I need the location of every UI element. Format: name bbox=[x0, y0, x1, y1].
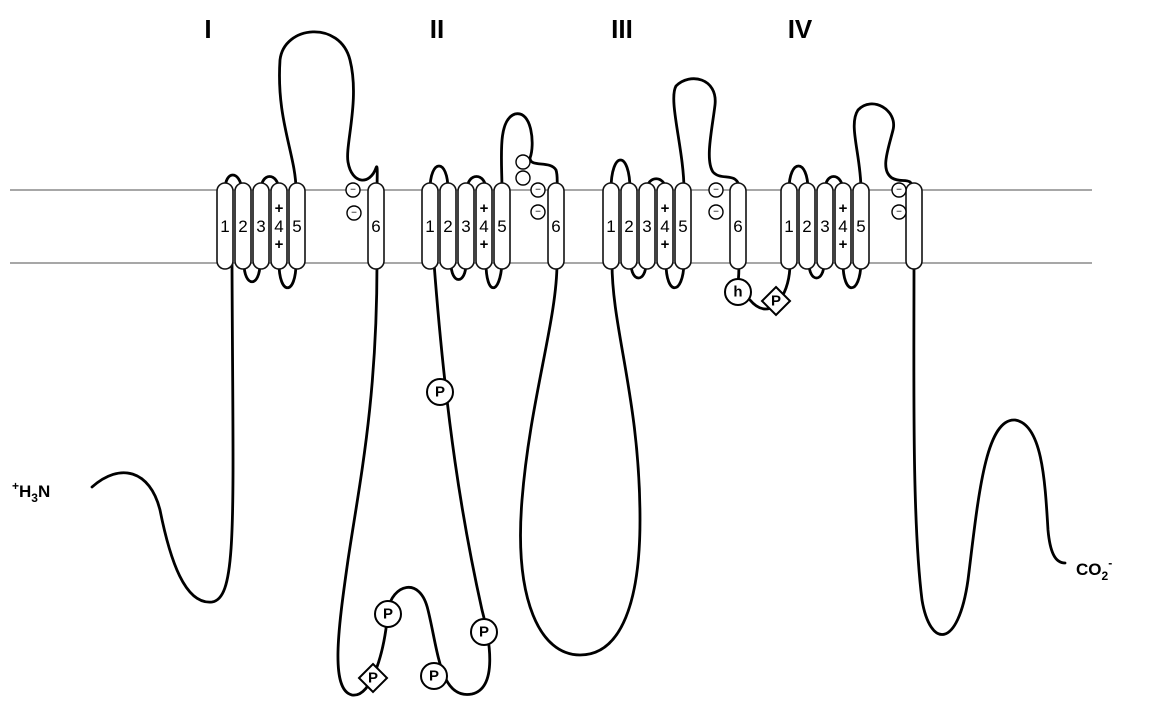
helix-d1-s6: 6 bbox=[368, 183, 384, 269]
marker-letter: P bbox=[771, 293, 781, 310]
helix-number: 3 bbox=[256, 217, 265, 236]
phospho-site-circle: P bbox=[471, 619, 497, 645]
inactivation-gate-circle: h bbox=[725, 279, 751, 305]
helix-number: 2 bbox=[238, 217, 247, 236]
helix-body bbox=[906, 183, 922, 269]
negative-charge-circle: − bbox=[346, 183, 360, 197]
polypeptide-backbone bbox=[92, 32, 1065, 695]
helix-number: 5 bbox=[497, 217, 506, 236]
helix-d4-s4: 4+ + bbox=[835, 183, 851, 269]
helix-number: 6 bbox=[371, 217, 380, 236]
helix-number: 4 bbox=[274, 217, 283, 236]
marker-letter: P bbox=[383, 606, 393, 623]
c-terminus-label: CO2- bbox=[1076, 556, 1112, 583]
plus-charge-upper: + bbox=[661, 200, 670, 217]
phospho-site-circle: P bbox=[421, 663, 447, 689]
helix-d2-s1: 1 bbox=[422, 183, 438, 269]
helix-number: 5 bbox=[678, 217, 687, 236]
helix-number: 1 bbox=[220, 217, 229, 236]
helix-d4-s2: 2 bbox=[799, 183, 815, 269]
helix-d4-s5: 5 bbox=[853, 183, 869, 269]
marker-letter: h bbox=[733, 284, 742, 301]
helix-d2-s5: 5 bbox=[494, 183, 510, 269]
helix-number: 1 bbox=[784, 217, 793, 236]
negative-charge-circle: − bbox=[347, 206, 361, 220]
minus-sign: − bbox=[713, 185, 719, 196]
helix-d2-s2: 2 bbox=[440, 183, 456, 269]
plus-charge-upper: + bbox=[480, 200, 489, 217]
helix-d2-s4: 4+ + bbox=[476, 183, 492, 269]
neutral-residue-circle bbox=[516, 171, 530, 185]
helix-d4-s6 bbox=[906, 183, 922, 269]
plus-charge-lower: + bbox=[661, 236, 670, 253]
plus-charge-upper: + bbox=[839, 200, 848, 217]
negative-charge-circle: − bbox=[709, 205, 723, 219]
helix-number: 3 bbox=[461, 217, 470, 236]
helix-d3-s4: 4+ + bbox=[657, 183, 673, 269]
helix-d3-s2: 2 bbox=[621, 183, 637, 269]
helix-d3-s6: 6 bbox=[730, 183, 746, 269]
helix-number: 3 bbox=[642, 217, 651, 236]
helix-number: 5 bbox=[856, 217, 865, 236]
minus-sign: − bbox=[535, 207, 541, 218]
helix-number: 1 bbox=[425, 217, 434, 236]
domain-label-2: II bbox=[430, 14, 444, 44]
helix-number: 2 bbox=[802, 217, 811, 236]
minus-sign: − bbox=[351, 208, 357, 219]
negative-charge-circle: − bbox=[892, 205, 906, 219]
plus-charge-lower: + bbox=[839, 236, 848, 253]
minus-sign: − bbox=[896, 207, 902, 218]
helix-number: 4 bbox=[838, 217, 847, 236]
negative-charge-circle: − bbox=[709, 183, 723, 197]
helix-d3-s3: 3 bbox=[639, 183, 655, 269]
minus-sign: − bbox=[350, 185, 356, 196]
minus-sign: − bbox=[713, 207, 719, 218]
domain-label-3: III bbox=[611, 14, 633, 44]
plus-charge-upper: + bbox=[275, 200, 284, 217]
phospho-site-circle: P bbox=[427, 379, 453, 405]
n-terminus-label: +H3N bbox=[12, 479, 50, 505]
marker-letter: P bbox=[435, 384, 445, 401]
helix-d4-s1: 1 bbox=[781, 183, 797, 269]
helix-number: 5 bbox=[292, 217, 301, 236]
helix-d2-s6: 6 bbox=[548, 183, 564, 269]
helix-number: 3 bbox=[820, 217, 829, 236]
plus-charge-lower: + bbox=[480, 236, 489, 253]
minus-sign: − bbox=[896, 185, 902, 196]
marker-letter: P bbox=[368, 670, 378, 687]
plus-charge-lower: + bbox=[275, 236, 284, 253]
helix-number: 4 bbox=[660, 217, 669, 236]
helix-d1-s3: 3 bbox=[253, 183, 269, 269]
helix-number: 1 bbox=[606, 217, 615, 236]
helix-d4-s3: 3 bbox=[817, 183, 833, 269]
domain-label-1: I bbox=[204, 14, 211, 44]
helix-number: 4 bbox=[479, 217, 488, 236]
regulatory-sites: P P P P PhP bbox=[359, 279, 790, 692]
phospho-site-diamond: P bbox=[359, 664, 387, 692]
helix-d1-s4: 4+ + bbox=[271, 183, 287, 269]
helix-d2-s3: 3 bbox=[458, 183, 474, 269]
helix-number: 6 bbox=[551, 217, 560, 236]
negative-charge-circle: − bbox=[531, 183, 545, 197]
domain-label-4: IV bbox=[788, 14, 813, 44]
marker-letter: P bbox=[429, 668, 439, 685]
helix-d1-s5: 5 bbox=[289, 183, 305, 269]
phospho-site-circle: P bbox=[375, 601, 401, 627]
helix-d1-s2: 2 bbox=[235, 183, 251, 269]
marker-letter: P bbox=[479, 624, 489, 641]
helix-number: 2 bbox=[624, 217, 633, 236]
negative-charge-circle: − bbox=[531, 205, 545, 219]
neutral-residue-circle bbox=[516, 155, 530, 169]
negative-charge-circle: − bbox=[892, 183, 906, 197]
minus-sign: − bbox=[535, 185, 541, 196]
helix-d1-s1: 1 bbox=[217, 183, 233, 269]
helix-number: 2 bbox=[443, 217, 452, 236]
transmembrane-helices: 1234++51234++51234++51234++5666 bbox=[217, 183, 922, 269]
helix-d3-s5: 5 bbox=[675, 183, 691, 269]
helix-d3-s1: 1 bbox=[603, 183, 619, 269]
helix-number: 6 bbox=[733, 217, 742, 236]
